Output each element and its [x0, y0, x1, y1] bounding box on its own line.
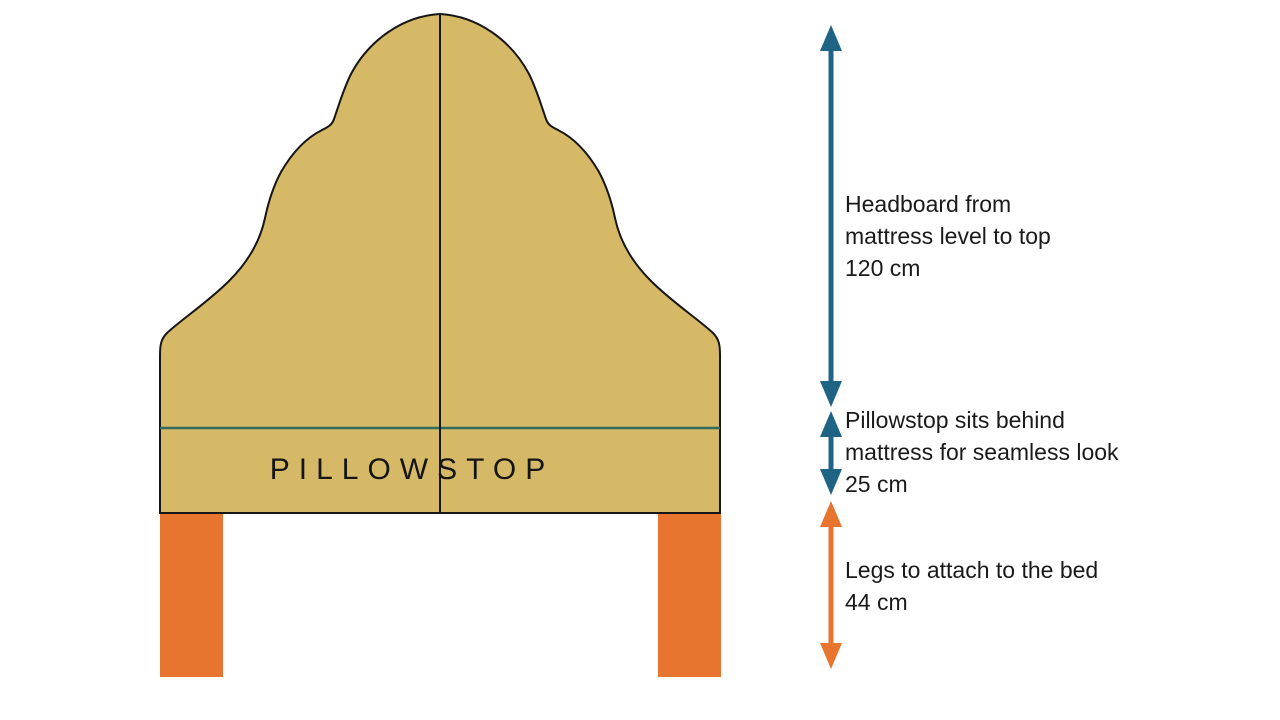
annotation-headboard-height: Headboard from mattress level to top 120… [845, 188, 1215, 284]
annotation-line: Pillowstop sits behind [845, 407, 1065, 433]
annotation-line: 25 cm [845, 471, 908, 497]
legs-arrow-up-icon [820, 501, 842, 527]
annotation-line: Headboard from [845, 191, 1012, 217]
left-leg [160, 513, 223, 677]
annotation-line: mattress for seamless look [845, 439, 1119, 465]
annotation-line: 44 cm [845, 589, 908, 615]
annotation-pillowstop-depth: Pillowstop sits behind mattress for seam… [845, 404, 1215, 500]
headboard-arrow-down-icon [820, 381, 842, 407]
legs-arrow-down-icon [820, 643, 842, 669]
annotation-legs-height: Legs to attach to the bed 44 cm [845, 554, 1215, 618]
pillowstop-label: PILLOWSTOP [270, 453, 555, 486]
pillowstop-arrow-up-icon [820, 411, 842, 437]
legs-height-arrow [820, 501, 842, 669]
annotation-line: 120 cm [845, 255, 921, 281]
headboard-height-arrow [820, 25, 842, 407]
annotation-line: mattress level to top [845, 223, 1051, 249]
annotation-line: Legs to attach to the bed [845, 557, 1099, 583]
headboard-arrow-up-icon [820, 25, 842, 51]
pillowstop-arrow-down-icon [820, 469, 842, 495]
pillowstop-depth-arrow [820, 411, 842, 495]
right-leg [658, 513, 721, 677]
